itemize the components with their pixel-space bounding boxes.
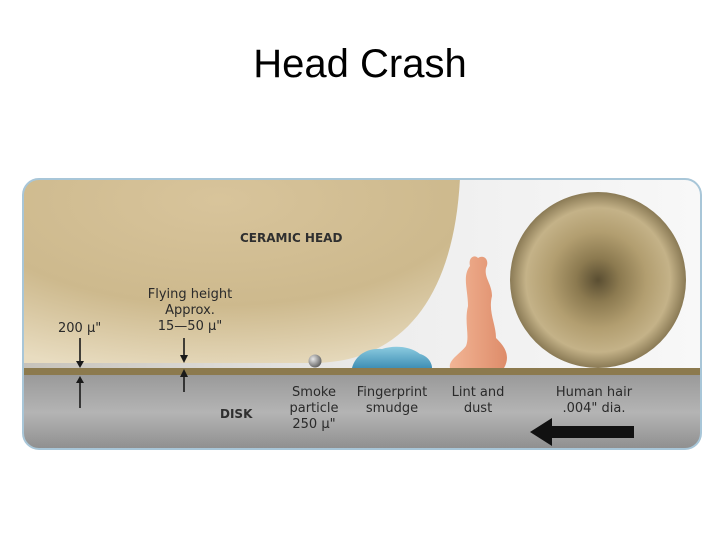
hair-label-line-1: Human hair xyxy=(556,385,633,400)
slide-title: Head Crash xyxy=(253,42,467,86)
disk-motion-arrow xyxy=(530,418,634,446)
ceramic-head-label: CERAMIC HEAD xyxy=(240,231,342,245)
ceramic-head xyxy=(23,179,460,363)
disk-surface-coating xyxy=(23,368,701,375)
smoke-label-line-3: 250 µ" xyxy=(292,417,335,432)
smoke-particle xyxy=(308,354,322,368)
gap-200-arrows xyxy=(76,338,84,408)
smoke-label-line-2: particle xyxy=(289,401,338,416)
gap-200-label: 200 µ" xyxy=(58,321,101,336)
fingerprint-label-line-2: smudge xyxy=(366,401,418,416)
lint-label-line-1: Lint and xyxy=(452,385,505,400)
flying-height-arrows xyxy=(180,338,188,392)
disk-label: DISK xyxy=(220,407,253,421)
lint-label-line-2: dust xyxy=(464,401,492,416)
fingerprint-label-line-1: Fingerprint xyxy=(357,385,428,400)
flying-height-label-line-1: Flying height xyxy=(148,287,232,302)
lint-and-dust xyxy=(449,256,507,368)
flying-height-label-line-3: 15—50 µ" xyxy=(158,319,222,334)
head-crash-diagram: CERAMIC HEAD DISK 200 µ" Flying height A… xyxy=(22,178,702,450)
diagram-border xyxy=(22,178,702,450)
flying-height-label-line-2: Approx. xyxy=(165,303,215,318)
human-hair-cross-section xyxy=(510,192,686,368)
smoke-label-line-1: Smoke xyxy=(292,385,336,400)
fingerprint-smudge xyxy=(352,346,432,368)
hair-label-line-2: .004" dia. xyxy=(562,401,625,416)
